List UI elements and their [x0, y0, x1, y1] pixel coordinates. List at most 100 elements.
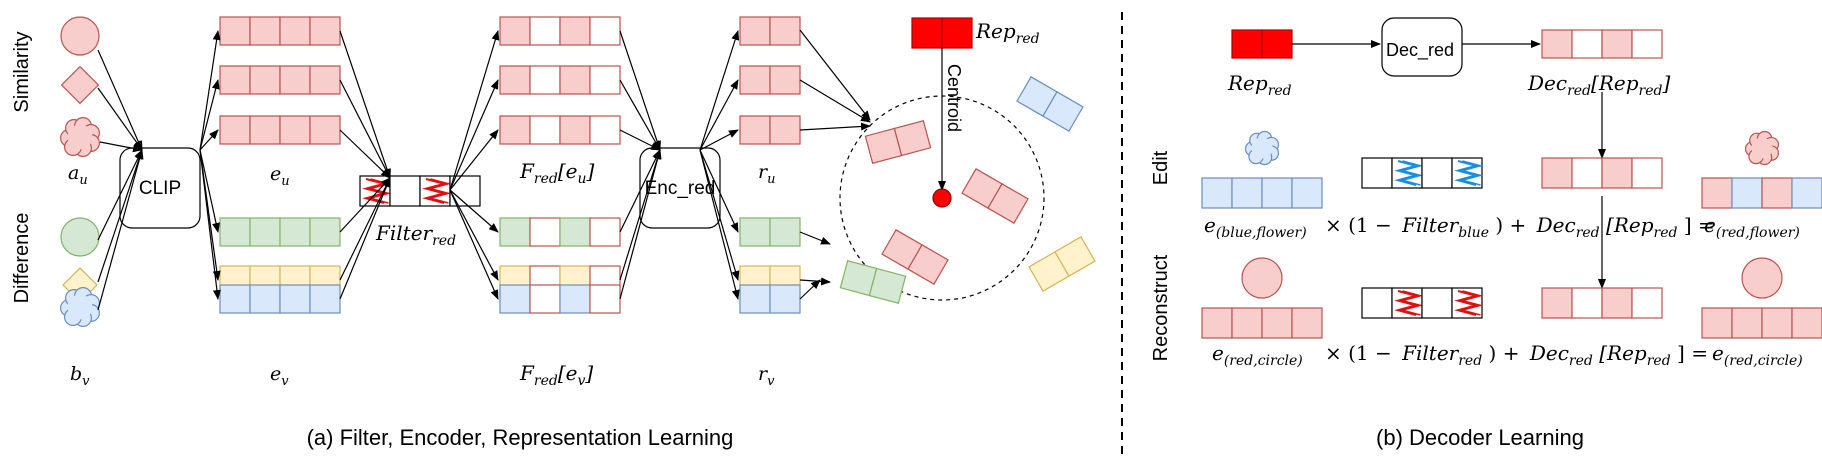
edit-result-vector	[1701, 177, 1822, 209]
embedding-vector	[219, 217, 341, 247]
vector-cell	[1541, 287, 1573, 319]
vector-cell	[1791, 177, 1822, 209]
embedding-label-ev: ev	[270, 363, 289, 389]
r-to-space-arrow	[799, 277, 831, 286]
vector-cell	[559, 217, 591, 247]
representation-vector	[739, 65, 801, 95]
vector-cell	[1261, 29, 1293, 59]
vector-cell	[219, 16, 251, 46]
vector-cell	[589, 16, 621, 46]
vector-cell	[1761, 307, 1793, 339]
vector-cell	[1631, 29, 1663, 59]
point-red-inside	[864, 119, 932, 165]
edit-embedding-blue	[1201, 177, 1323, 209]
vector-cell	[739, 284, 771, 314]
vector-cell	[249, 217, 281, 247]
vector-cell	[249, 284, 281, 314]
vector-cell	[279, 65, 311, 95]
f-red-ev-label: Fred[ev]	[519, 361, 593, 389]
r-u-label: ru	[758, 161, 775, 187]
zigzag-mark	[422, 178, 448, 204]
vector-cell	[249, 65, 281, 95]
zigzag-mark	[1399, 160, 1424, 186]
r-to-space-arrow	[799, 122, 871, 131]
vector-cell	[1731, 307, 1763, 339]
r-to-space-arrow	[799, 79, 871, 123]
vector-cell	[589, 115, 621, 145]
clip-box	[119, 147, 201, 229]
vector-cell	[309, 115, 341, 145]
vector-cell	[1201, 177, 1233, 209]
embedding-to-filter-arrow	[339, 129, 391, 179]
encoder-label: Enc_red	[645, 178, 716, 199]
zigzag-mark	[1459, 160, 1484, 186]
filtered-to-encoder-arrow	[619, 149, 662, 281]
vector-cell	[769, 217, 801, 247]
filter-to-filtered-arrow	[449, 79, 499, 191]
similarity-label: Similarity	[11, 31, 33, 112]
filter-red-label: Filterred	[375, 221, 456, 249]
caption-a: (a) Filter, Encoder, Representation Lear…	[307, 425, 734, 450]
f-red-eu-label: Fred[eu]	[519, 159, 595, 187]
embedding-label-eu: eu	[270, 163, 290, 189]
vector-cell	[769, 115, 801, 145]
filtered-vector	[499, 284, 621, 314]
decoder-label: Dec_red	[1386, 40, 1454, 61]
rep-red-vector-b	[1231, 29, 1293, 59]
encoder-to-representation-arrow	[699, 149, 740, 300]
r-to-space-arrow	[799, 29, 871, 121]
vector-cell	[739, 217, 771, 247]
vector-cell	[219, 65, 251, 95]
reconstruct-label: Reconstruct	[1150, 254, 1172, 361]
vector-cell	[1054, 236, 1096, 277]
encoder-to-representation-arrow	[699, 79, 739, 151]
vector-cell	[529, 217, 561, 247]
vector-cell	[1291, 307, 1323, 339]
embedding-to-filter-arrow	[339, 30, 391, 179]
clip-to-embedding-arrow	[199, 149, 220, 233]
vector-cell	[907, 244, 949, 285]
vector-cell	[529, 284, 561, 314]
vector-cell	[1791, 307, 1822, 339]
input-to-clip-arrow	[99, 141, 143, 153]
clip-to-embedding-arrow	[199, 79, 220, 151]
encoder-to-representation-arrow	[699, 149, 740, 281]
point-green-outside	[839, 259, 907, 305]
zigzag-mark	[1399, 290, 1424, 316]
input-to-clip-arrow	[97, 149, 143, 283]
embedding-vector	[219, 65, 341, 95]
vector-cell	[739, 16, 771, 46]
filter-cell	[1361, 157, 1393, 189]
input-flower-red	[59, 116, 100, 158]
filter-cell	[449, 175, 481, 207]
recon-decoder-vector	[1541, 287, 1663, 319]
filtered-to-encoder-arrow	[619, 79, 661, 151]
vector-cell	[529, 16, 561, 46]
recon-result-vector	[1701, 307, 1822, 339]
filter-cell	[1361, 287, 1393, 319]
filter-to-filtered-arrow	[449, 189, 499, 233]
vector-cell	[987, 183, 1029, 224]
vector-cell	[739, 115, 771, 145]
zigzag-mark	[1394, 160, 1420, 186]
input-diamond-red	[60, 65, 100, 105]
caption-b: (b) Decoder Learning	[1376, 425, 1584, 450]
vector-cell	[309, 16, 341, 46]
filtered-vector	[499, 16, 621, 46]
difference-label: Difference	[11, 213, 33, 304]
filter-to-filtered-arrow	[449, 129, 499, 191]
filter-to-filtered-arrow	[449, 189, 499, 281]
filtered-vector	[499, 115, 621, 145]
vector-cell	[559, 115, 591, 145]
rep-red-label-b: Repred	[1227, 71, 1292, 99]
panel-a-labels: Similarity Difference au bv CLIP eu ev F…	[11, 19, 1040, 450]
vector-cell	[499, 284, 531, 314]
encoder-to-representation-arrow	[699, 30, 740, 151]
recon-result-circle-red	[1741, 257, 1783, 299]
dec-output-label: Decred[Repred]	[1527, 71, 1670, 99]
vector-cell	[249, 115, 281, 145]
input-to-clip-arrow	[97, 87, 143, 151]
vector-cell	[589, 217, 621, 247]
cluster-circle	[839, 95, 1045, 301]
rep-red-vector	[911, 17, 973, 49]
